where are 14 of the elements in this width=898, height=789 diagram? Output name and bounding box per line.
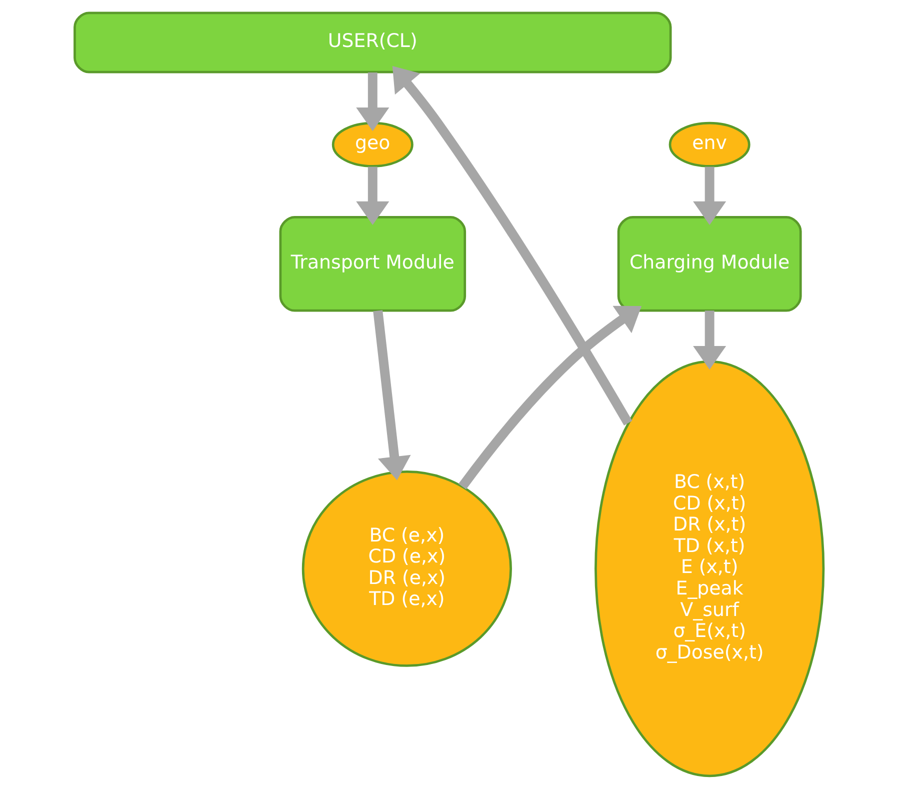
node-box: Transport Module <box>279 216 466 312</box>
node-ellipse: BC (x,t) CD (x,t) DR (x,t) TD (x,t) E (x,t) E_peak V_surf σ_E(x,t) σ_Dose(x,t) <box>594 360 825 778</box>
arrow <box>373 310 411 480</box>
arrow <box>356 72 390 132</box>
node-box: USER(CL) <box>74 12 672 74</box>
node-ellipse: env <box>668 122 750 168</box>
node-ellipse: geo <box>332 122 414 168</box>
node-circle: BC (e,x) CD (e,x) DR (e,x) TD (e,x) <box>302 470 512 667</box>
arrow <box>458 306 642 490</box>
arrow <box>392 66 632 426</box>
arrow <box>693 166 726 226</box>
node-box: Charging Module <box>617 216 802 312</box>
arrow <box>693 310 726 370</box>
arrow <box>356 166 390 226</box>
